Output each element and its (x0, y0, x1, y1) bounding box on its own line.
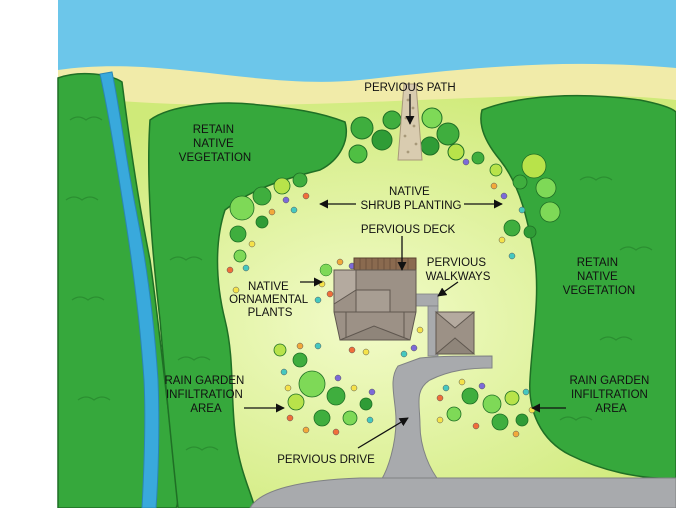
house-roof (333, 269, 417, 341)
shrub-planting-right (471, 151, 561, 239)
stream (99, 71, 160, 508)
label-walkways-line2: WALKWAYS (426, 271, 491, 283)
label-ornamental-line1: NATIVE (248, 281, 289, 293)
rain-garden-right (446, 387, 529, 431)
label-arrows (244, 94, 566, 449)
label-native-shrub: NATIVE SHRUB PLANTING (361, 186, 462, 212)
label-rain-right-line2: INFILTRATION (571, 389, 648, 401)
label-pervious-drive: PERVIOUS DRIVE (277, 454, 375, 466)
label-ornamental-line2: ORNAMENTAL (229, 294, 309, 306)
label-retain-left-line3: VEGETATION (179, 152, 251, 164)
label-native-shrub-line2: SHRUB PLANTING (361, 200, 462, 212)
shrub-cluster-top (348, 107, 465, 164)
label-retain-right-line2: NATIVE (577, 271, 618, 283)
pervious-drive (379, 355, 493, 483)
label-retain-right: RETAIN NATIVE VEGETATION (563, 257, 635, 297)
label-pervious-walkways: PERVIOUS WALKWAYS (426, 257, 491, 283)
label-rain-garden-left: RAIN GARDEN INFILTRATION AREA (164, 375, 247, 415)
label-retain-right-line1: RETAIN (577, 257, 618, 269)
gravel-dots (403, 98, 418, 154)
garage (434, 311, 476, 355)
label-rain-right-line3: AREA (595, 403, 627, 415)
label-retain-left-line2: NATIVE (193, 138, 234, 150)
label-rain-left-line3: AREA (190, 403, 222, 415)
flowers-right-arc (462, 158, 526, 260)
label-rain-right-line1: RAIN GARDEN (569, 375, 649, 387)
forest-middle-left (147, 102, 347, 508)
label-retain-right-line3: VEGETATION (563, 285, 635, 297)
arrow-pervious-drive (357, 417, 409, 449)
forest-texture (65, 116, 653, 451)
arrow-walkways (437, 281, 459, 297)
label-native-ornamental: NATIVE ORNAMENTAL PLANTS (229, 281, 311, 319)
label-walkways-line1: PERVIOUS (427, 257, 487, 269)
label-rain-garden-right: RAIN GARDEN INFILTRATION AREA (569, 375, 652, 415)
label-retain-left: RETAIN NATIVE VEGETATION (179, 124, 251, 164)
label-ornamental-line3: PLANTS (248, 307, 293, 319)
label-retain-left-line1: RETAIN (193, 124, 234, 136)
left-margin (0, 0, 58, 508)
rain-garden-left-flowers (280, 342, 376, 436)
label-rain-left-line1: RAIN GARDEN (164, 375, 244, 387)
label-pervious-path: PERVIOUS PATH (364, 82, 455, 94)
flowers-left-arc (226, 192, 310, 294)
rain-garden-left (273, 343, 373, 427)
shrub-planting-left (229, 172, 308, 263)
ornamental-plants (314, 258, 424, 358)
road (249, 477, 676, 508)
label-native-shrub-line1: NATIVE (389, 186, 430, 198)
label-pervious-deck: PERVIOUS DECK (361, 224, 456, 236)
label-rain-left-line2: INFILTRATION (166, 389, 243, 401)
